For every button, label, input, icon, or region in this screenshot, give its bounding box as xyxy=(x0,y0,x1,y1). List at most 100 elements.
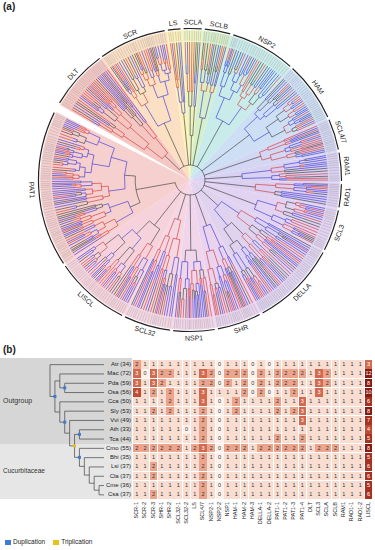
tree-branch xyxy=(199,301,200,317)
tree-branch xyxy=(166,286,168,296)
tree-branch xyxy=(120,303,124,311)
tree-branch xyxy=(312,247,320,252)
tree-branch xyxy=(72,265,80,271)
tree-branch xyxy=(197,42,200,83)
tree-branch xyxy=(198,31,200,40)
tree-branch xyxy=(91,265,103,277)
tree-branch xyxy=(185,299,187,318)
tree-branch xyxy=(84,206,96,209)
tree-branch xyxy=(288,101,291,103)
tree-branch xyxy=(86,196,102,199)
tree-branch xyxy=(145,67,147,72)
tree-branch xyxy=(299,113,311,120)
tree-branch xyxy=(293,130,297,132)
tree-branch xyxy=(290,95,298,101)
tree-branch xyxy=(124,286,132,301)
tree-branch xyxy=(232,38,235,47)
tree-branch xyxy=(82,220,92,224)
tree-branch xyxy=(251,260,274,290)
tree-branch xyxy=(329,192,338,194)
tree-branch xyxy=(60,58,100,103)
tree-branch xyxy=(287,240,307,253)
tree-branch xyxy=(91,121,99,126)
tree-branch xyxy=(250,59,255,69)
tree-branch xyxy=(71,91,79,97)
tree-branch xyxy=(243,72,244,74)
tree-branch xyxy=(271,219,283,225)
tree-branch xyxy=(91,230,97,233)
tree-branch xyxy=(206,32,207,41)
tree-branch xyxy=(171,257,174,274)
tree-branch xyxy=(116,213,133,223)
tree-branch xyxy=(60,220,73,225)
tree-branch xyxy=(103,265,105,267)
tree-branch xyxy=(192,299,193,318)
tree-branch xyxy=(201,278,203,284)
tree-branch xyxy=(259,301,264,309)
tree-branch xyxy=(58,245,66,249)
tree-branch xyxy=(258,50,263,58)
tree-branch xyxy=(316,240,325,244)
tree-branch xyxy=(82,218,92,222)
tree-branch xyxy=(164,70,166,74)
tree-branch xyxy=(47,220,56,223)
tree-branch xyxy=(184,28,202,30)
tree-branch xyxy=(94,258,96,260)
tree-branch xyxy=(181,42,184,90)
tree-branch xyxy=(298,86,305,92)
tree-branch xyxy=(196,319,197,328)
tree-branch xyxy=(93,216,106,222)
tree-branch xyxy=(314,112,322,116)
tree-branch xyxy=(319,233,328,237)
tree-branch xyxy=(222,260,226,269)
tree-branch xyxy=(76,204,87,207)
tree-branch xyxy=(299,145,324,152)
tree-branch xyxy=(203,32,205,41)
tree-branch xyxy=(85,132,88,134)
tree-branch xyxy=(215,72,219,86)
tree-branch xyxy=(267,226,278,233)
tree-branch xyxy=(91,257,94,260)
tree-branch xyxy=(287,178,328,180)
tree-branch xyxy=(195,319,196,328)
tree-branch xyxy=(245,233,253,241)
tree-branch xyxy=(120,273,122,276)
tree-branch xyxy=(121,266,126,273)
tree-branch xyxy=(207,69,209,74)
tree-branch xyxy=(118,49,123,57)
tree-branch xyxy=(207,318,208,327)
tree-branch xyxy=(181,102,182,113)
tree-branch xyxy=(306,192,313,194)
tree-branch xyxy=(66,173,73,174)
tree-branch xyxy=(54,158,66,160)
tree-branch xyxy=(192,31,193,40)
tree-branch xyxy=(56,116,65,120)
tree-branch xyxy=(106,275,117,290)
tree-branch xyxy=(299,131,319,139)
tree-branch xyxy=(190,284,191,290)
tree-branch xyxy=(41,189,50,191)
tree-branch xyxy=(314,244,322,248)
tree-branch xyxy=(185,279,186,289)
tree-branch xyxy=(248,60,258,77)
tree-branch xyxy=(78,99,111,122)
tree-branch xyxy=(241,210,256,219)
tree-branch xyxy=(105,235,118,245)
tree-branch xyxy=(160,317,162,326)
tree-branch xyxy=(95,288,101,295)
tree-branch xyxy=(203,319,205,328)
tree-branch xyxy=(269,223,282,230)
tree-branch xyxy=(253,242,261,250)
tree-branch xyxy=(329,175,338,176)
tree-branch xyxy=(287,153,296,155)
tree-branch xyxy=(154,67,155,71)
tree-branch xyxy=(117,301,122,309)
tree-branch xyxy=(153,36,155,45)
tree-branch xyxy=(242,276,244,280)
tree-branch xyxy=(201,190,218,206)
tree-branch xyxy=(262,243,270,250)
tree-branch xyxy=(237,240,243,248)
tree-branch xyxy=(149,71,151,77)
tree-branch xyxy=(225,275,227,281)
tree-branch xyxy=(260,102,269,111)
